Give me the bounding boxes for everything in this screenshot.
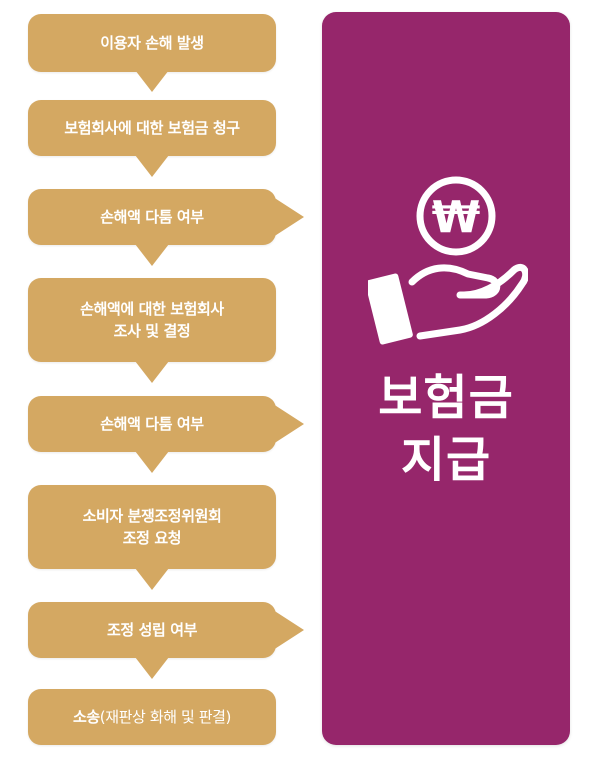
step-4-box: 손해액에 대한 보험회사 조사 및 결정 [28,278,276,362]
step-2-label: 보험회사에 대한 보험금 청구 [64,119,240,137]
arrow-down-6-icon [135,568,169,590]
arrow-right-2-icon [270,402,304,446]
payout-title-line-1: 보험금 [378,370,514,426]
step-1-label: 이용자 손해 발생 [100,34,204,52]
arrow-down-3-icon [135,244,169,266]
step-3-box: 손해액 다툼 여부 [28,189,276,245]
step-8-label-row: 소송(재판상 화해 및 판결) [73,706,231,728]
payout-title-line-2: 지급 [400,432,492,488]
arrow-down-5-icon [135,451,169,473]
step-5-box: 손해액 다툼 여부 [28,396,276,452]
arrow-right-3-icon [270,608,304,652]
payout-panel: ₩ 보험금 지급 [322,12,570,745]
step-6-box: 소비자 분쟁조정위원회 조정 요청 [28,485,276,569]
hand-holding-won-coin-icon: ₩ [368,176,528,345]
step-8-label-main: 소송 [72,708,100,726]
step-6-label-line-2: 조정 요청 [122,529,182,547]
step-2-box: 보험회사에 대한 보험금 청구 [28,100,276,156]
step-4-label-line-2: 조사 및 결정 [113,322,191,340]
step-4-label-line-1: 손해액에 대한 보험회사 [80,300,224,318]
step-8-label-sub: (재판상 화해 및 판결) [99,708,232,726]
arrow-down-4-icon [135,361,169,383]
step-8-box: 소송(재판상 화해 및 판결) [28,689,276,745]
step-6-label-line-1: 소비자 분쟁조정위원회 [82,507,222,525]
arrow-down-7-icon [135,657,169,679]
step-7-box: 조정 성립 여부 [28,602,276,658]
won-symbol: ₩ [432,192,481,243]
step-7-label: 조정 성립 여부 [106,621,198,639]
step-3-label: 손해액 다툼 여부 [100,208,204,226]
step-5-label: 손해액 다툼 여부 [100,415,204,433]
step-1-box: 이용자 손해 발생 [28,14,276,72]
arrow-down-2-icon [135,155,169,177]
arrow-down-1-icon [135,70,169,92]
payout-title: 보험금 지급 [322,367,570,491]
arrow-right-1-icon [270,195,304,239]
